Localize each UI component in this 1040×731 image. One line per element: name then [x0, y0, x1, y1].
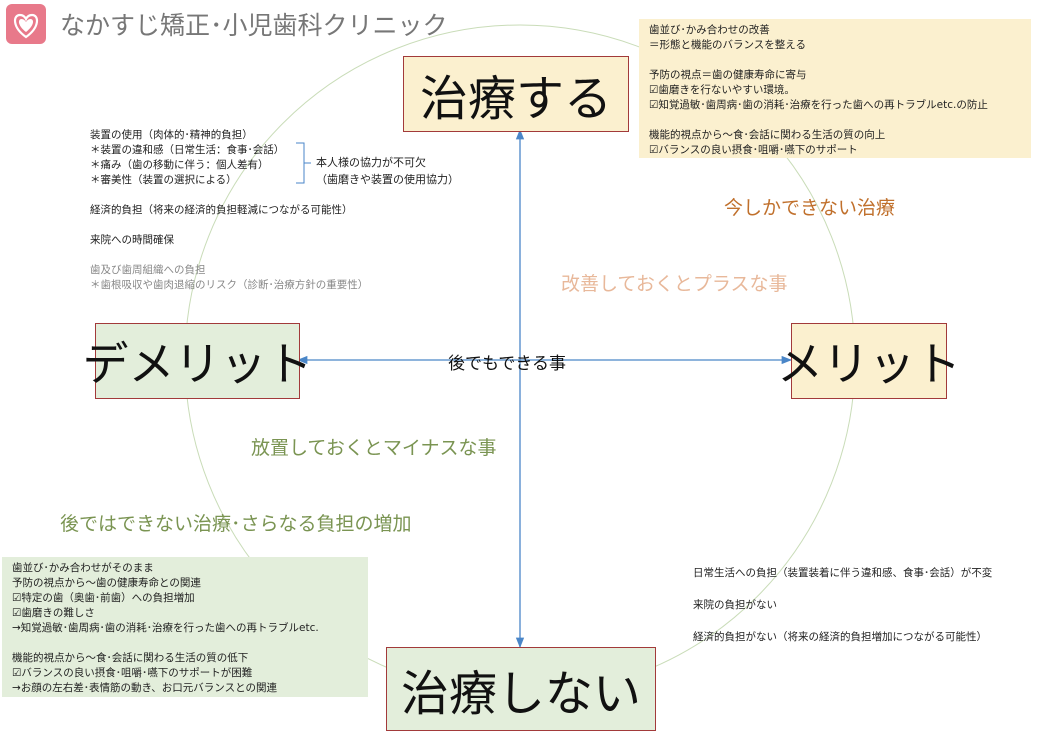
demerit-box: デメリット: [83, 323, 313, 399]
treat-box: 治療する: [403, 56, 629, 132]
panel-line: →お顔の左右差･表情筋の動き、お口元バランスとの関連: [12, 682, 277, 694]
panel-line: ☑バランスの良い摂食･咀嚼･嚥下のサポート: [649, 144, 858, 156]
panel-line: 経済的負担がない（将来の経済的負担増加につながる可能性）: [693, 631, 987, 643]
cooperation-note: 本人様の協力が不可欠 （歯磨きや装置の使用協力）: [316, 154, 459, 188]
panel-line: 機能的視点から～食･会話に関わる生活の質の向上: [649, 129, 886, 141]
panel-line: [12, 636, 368, 651]
panel-line-muted: 歯及び歯周組織への負担: [90, 264, 206, 276]
panel-line: 予防の視点＝歯の健康寿命に寄与: [649, 69, 807, 81]
panel-line: ＝形態と機能のバランスを整える: [649, 39, 806, 51]
label-now-only: 今しかできない治療: [724, 197, 896, 219]
panel-demerits-of-not-treating: 歯並び･かみ合わせがそのまま 予防の視点から～歯の健康寿命との関連 ☑特定の歯（…: [2, 557, 368, 697]
panel-line: ☑歯磨きを行ないやすい環境。: [649, 84, 795, 96]
panel-line: [90, 218, 368, 233]
clinic-name: なかすじ矯正･小児歯科クリニック: [60, 11, 448, 40]
panel-demerits-of-treatment: 装置の使用（肉体的･精神的負担） ＊装置の違和感（日常生活：食事･会話） ＊痛み…: [90, 128, 368, 293]
panel-line: ☑歯磨きの難しさ: [12, 607, 95, 619]
panel-line: [649, 113, 1031, 128]
cooperation-line: （歯磨きや装置の使用協力）: [316, 173, 459, 186]
panel-merits-of-not-treating: 日常生活への負担（装置装着に伴う違和感、食事･会話）が不変 来院の負担がない 経…: [693, 565, 992, 646]
panel-line: ☑特定の歯（奥歯･前歯）への負担増加: [12, 592, 195, 604]
merit-box: メリット: [777, 323, 961, 399]
heart-logo-icon: [6, 4, 46, 44]
panel-line: ☑知覚過敏･歯周病･歯の消耗･治療を行った歯への再トラブルetc.の防止: [649, 99, 988, 111]
cooperation-line: 本人様の協力が不可欠: [316, 156, 426, 169]
cooperation-bracket: [296, 142, 311, 184]
panel-line: 経済的負担（将来の経済的負担軽減につながる可能性）: [90, 204, 353, 216]
label-cannot-later: 後ではできない治療･さらなる負担の増加: [60, 513, 412, 535]
panel-line: [649, 53, 1031, 68]
panel-line: [693, 582, 992, 597]
panel-line: [693, 614, 992, 629]
panel-line: 歯並び･かみ合わせの改善: [649, 24, 770, 36]
panel-line: ＊審美性（装置の選択による）: [90, 174, 237, 186]
panel-line: 予防の視点から～歯の健康寿命との関連: [12, 577, 201, 589]
panel-line: →知覚過敏･歯周病･歯の消耗･治療を行った歯への再トラブルetc.: [12, 622, 319, 634]
panel-line: [90, 248, 368, 263]
label-improve-plus: 改善しておくとプラスな事: [561, 273, 788, 295]
label-later-ok: 後でもできる事: [448, 354, 566, 374]
panel-line: 日常生活への負担（装置装着に伴う違和感、食事･会話）が不変: [693, 567, 993, 579]
panel-line: 機能的視点から～食･会話に関わる生活の質の低下: [12, 652, 249, 664]
panel-line: 装置の使用（肉体的･精神的負担）: [90, 129, 253, 141]
panel-line: 来院への時間確保: [90, 234, 174, 246]
panel-line: 来院の負担がない: [693, 599, 777, 611]
panel-line: 歯並び･かみ合わせがそのまま: [12, 562, 154, 574]
panel-line: [90, 188, 368, 203]
panel-line: ＊装置の違和感（日常生活：食事･会話）: [90, 144, 285, 156]
no-treat-box: 治療しない: [386, 647, 656, 731]
label-leave-minus: 放置しておくとマイナスな事: [251, 437, 497, 459]
panel-merits-of-treatment: 歯並び･かみ合わせの改善 ＝形態と機能のバランスを整える 予防の視点＝歯の健康寿…: [639, 19, 1031, 158]
panel-line: ☑バランスの良い摂食･咀嚼･嚥下のサポートが困難: [12, 667, 253, 679]
panel-line: ＊痛み（歯の移動に伴う：個人差有）: [90, 159, 269, 171]
panel-line-muted: ＊歯根吸収や歯肉退縮のリスク（診断･治療方針の重要性）: [90, 279, 369, 291]
